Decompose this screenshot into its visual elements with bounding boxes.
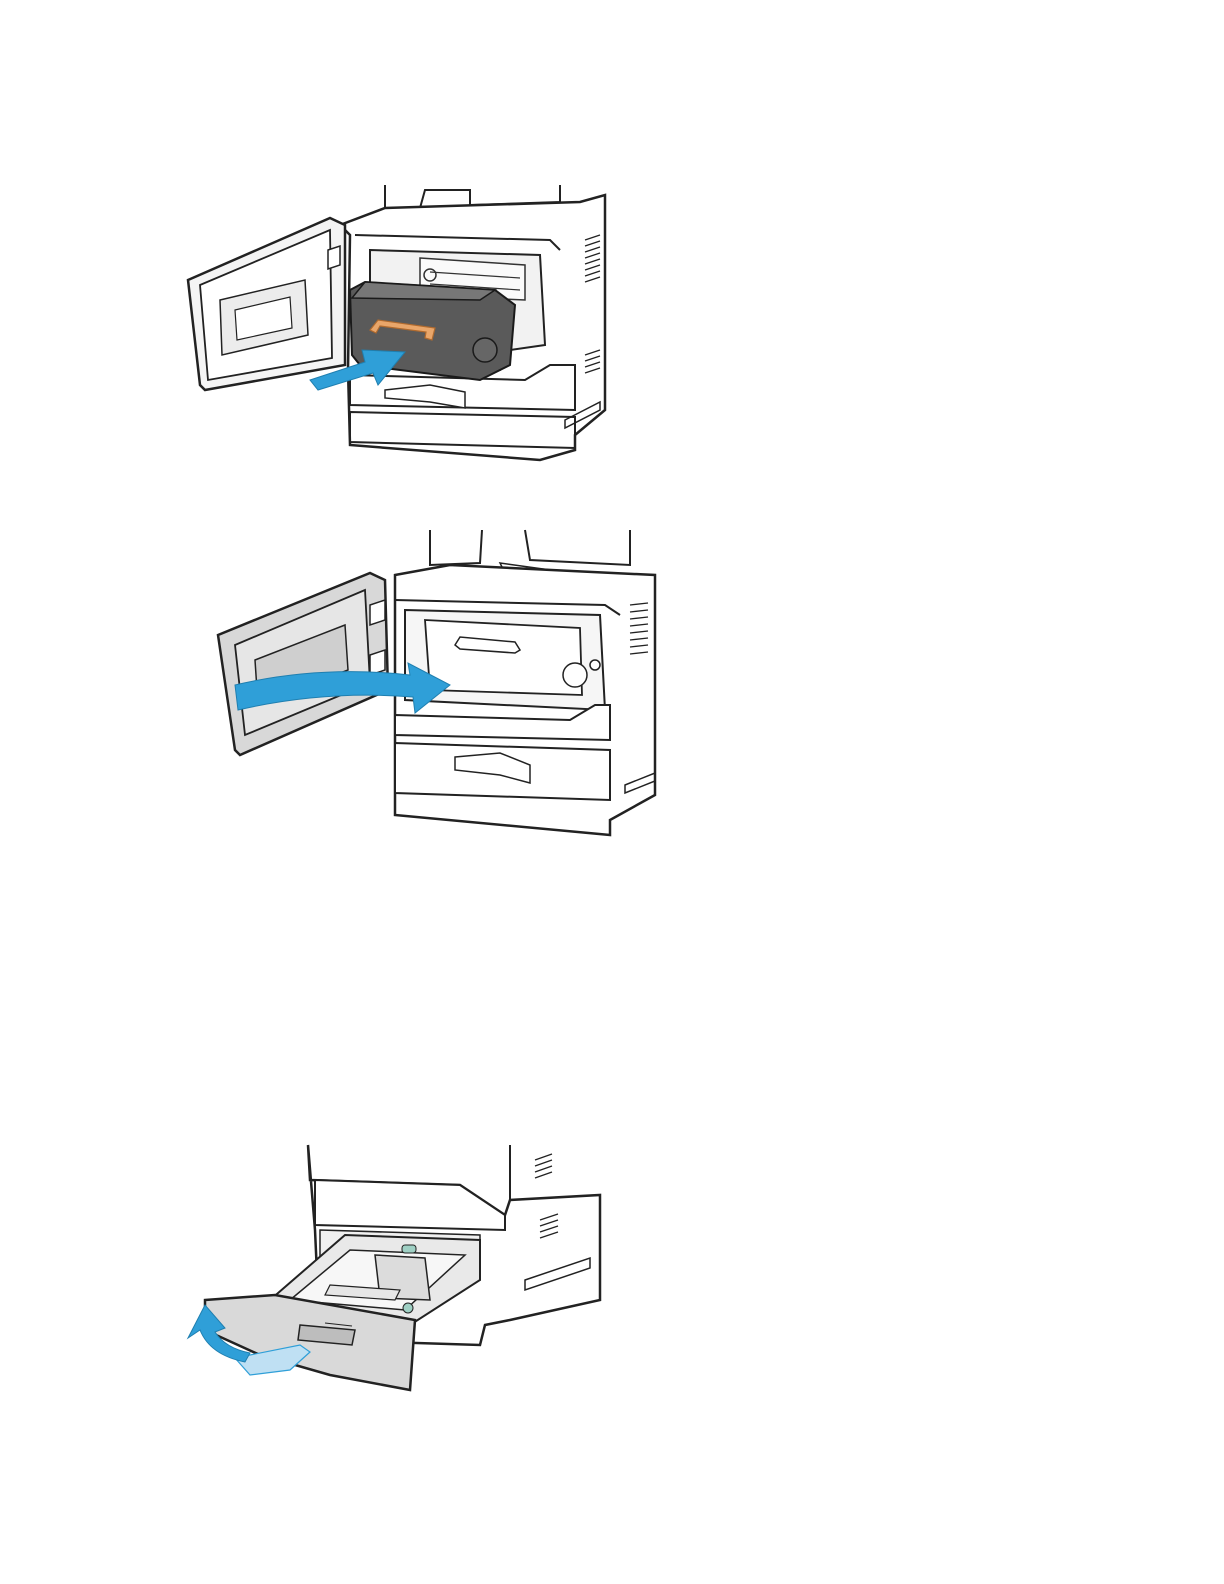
- printer-illustration-2: [210, 525, 660, 840]
- figure-pull-out-tray: [180, 1140, 605, 1410]
- figure-close-front-door: [210, 525, 660, 840]
- printer-illustration-1: [180, 180, 610, 465]
- figure-insert-imaging-unit: [180, 180, 610, 465]
- printer-illustration-3: [180, 1140, 605, 1410]
